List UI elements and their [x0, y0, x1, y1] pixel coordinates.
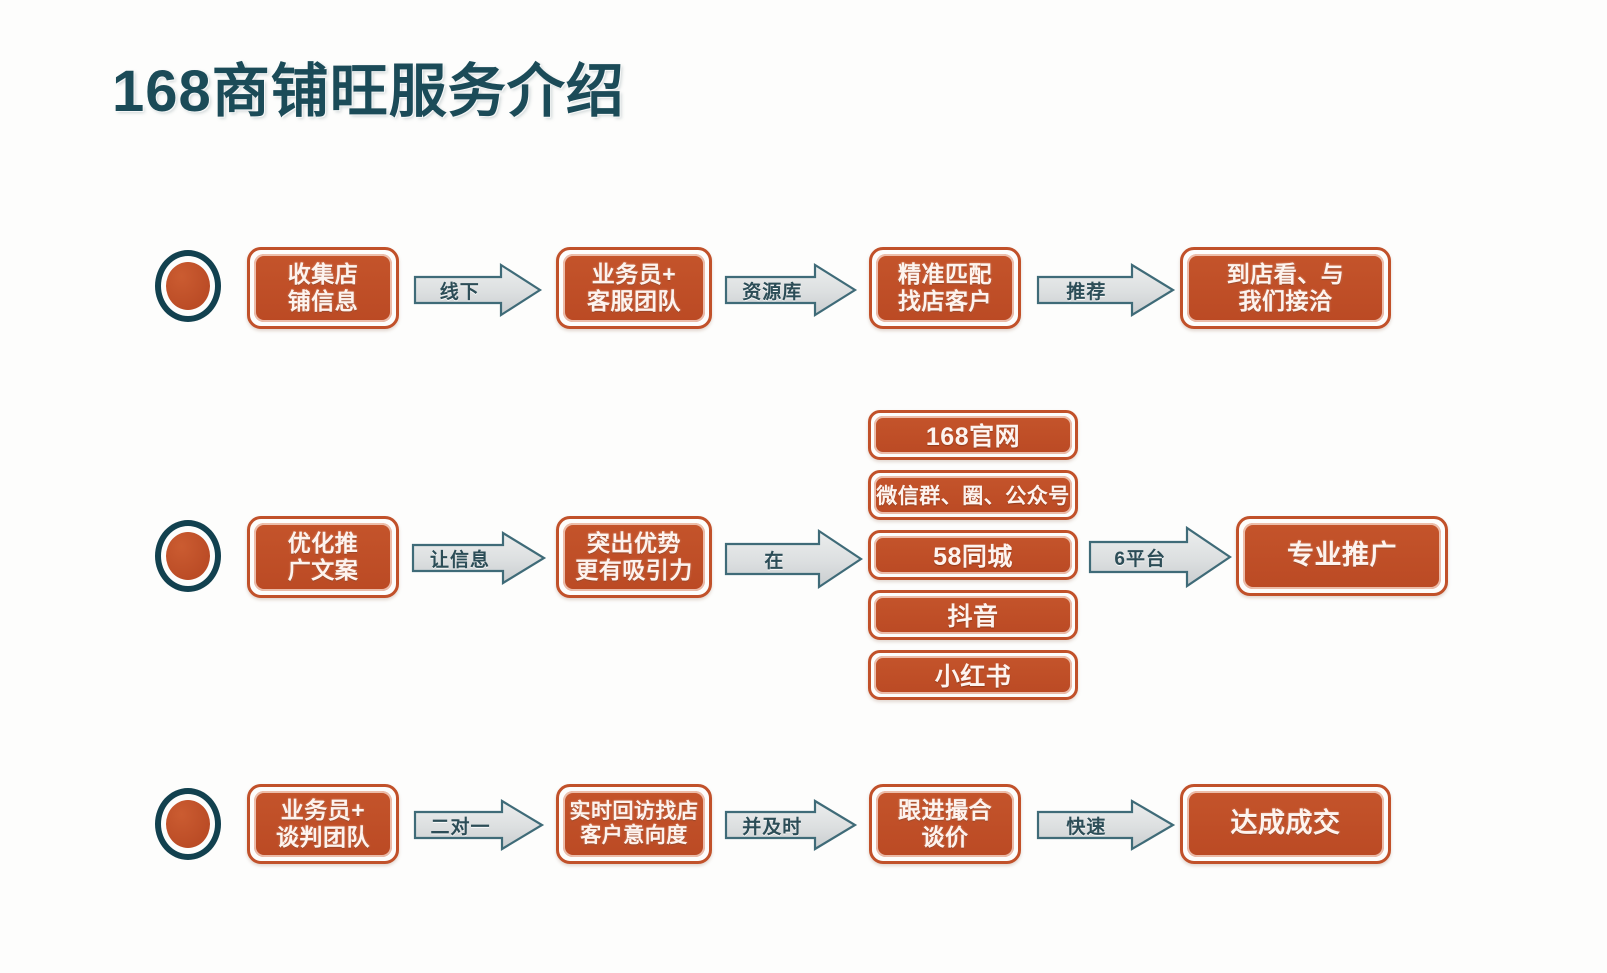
arrow-shape-icon: [1036, 799, 1176, 851]
arrow-shape-icon: [413, 262, 543, 318]
arrow-and-timely: 并及时: [724, 798, 858, 852]
step-box-realtime-followup[interactable]: 实时回访找店 客户意向度: [556, 784, 712, 864]
step-label: 实时回访找店 客户意向度: [569, 799, 699, 847]
platform-item-wechat[interactable]: 微信群、圈、公众号: [868, 470, 1078, 520]
bullet-dot-icon: [166, 532, 210, 580]
platform-label: 168官网: [925, 423, 1021, 451]
step-label: 业务员+ 客服团队: [587, 261, 681, 314]
bullet-dot-icon: [166, 262, 210, 310]
platform-label: 小红书: [934, 663, 1012, 691]
step-box-inner: 突出优势 更有吸引力: [563, 523, 705, 591]
arrow-recommend: 推荐: [1036, 262, 1176, 318]
arrow-label: 让信息: [429, 549, 490, 571]
platform-item-xiaohongshu[interactable]: 小红书: [868, 650, 1078, 700]
arrow-label: 推荐: [1066, 281, 1107, 303]
step-box-inner: 优化推 广文案: [254, 523, 392, 591]
platform-item-inner: 抖音: [874, 596, 1072, 634]
platform-item-douyin[interactable]: 抖音: [868, 590, 1078, 640]
step-box-inner: 跟进撮合 谈价: [876, 791, 1014, 857]
arrow-six-platforms: 6平台: [1088, 525, 1233, 589]
step-label: 业务员+ 谈判团队: [276, 797, 370, 850]
platform-item-inner: 小红书: [874, 656, 1072, 694]
arrow-two-to-one: 二对一: [413, 798, 545, 852]
step-label: 收集店 铺信息: [287, 261, 359, 314]
step-box-visit-and-contact-us[interactable]: 到店看、与 我们接洽: [1180, 247, 1391, 329]
step-label: 跟进撮合 谈价: [898, 797, 992, 850]
arrow-label: 并及时: [742, 816, 803, 838]
platform-label: 58同城: [933, 543, 1013, 571]
row-bullet-2: [155, 520, 221, 592]
arrow-resource-pool: 资源库: [724, 262, 858, 318]
arrow-at: 在: [724, 528, 864, 590]
step-box-inner: 业务员+ 客服团队: [563, 254, 705, 322]
platform-item-inner: 58同城: [874, 536, 1072, 574]
step-box-precise-match-customers[interactable]: 精准匹配 找店客户: [869, 247, 1021, 329]
arrow-shape-icon: [1036, 263, 1176, 317]
arrow-shape-icon: [724, 528, 863, 590]
step-box-inner: 业务员+ 谈判团队: [254, 791, 392, 857]
row-bullet-3: [155, 788, 221, 860]
arrow-shape-icon: [724, 799, 858, 851]
platform-item-58tongcheng[interactable]: 58同城: [868, 530, 1078, 580]
step-box-highlight-advantage[interactable]: 突出优势 更有吸引力: [556, 516, 712, 598]
step-box-inner: 专业推广: [1243, 523, 1441, 589]
arrow-label: 二对一: [430, 816, 491, 838]
step-box-optimize-promo-copy[interactable]: 优化推 广文案: [247, 516, 399, 598]
step-label: 达成成交: [1230, 808, 1341, 839]
step-label: 到店看、与 我们接洽: [1226, 261, 1345, 314]
arrow-shape-icon: [724, 263, 858, 317]
platform-label: 抖音: [947, 603, 999, 631]
step-box-deal-closed[interactable]: 达成成交: [1180, 784, 1391, 864]
step-label: 突出优势 更有吸引力: [575, 530, 693, 583]
step-box-inner: 收集店 铺信息: [254, 254, 392, 322]
step-box-inner: 精准匹配 找店客户: [876, 254, 1014, 322]
arrow-shape-icon: [411, 531, 547, 585]
step-label: 优化推 广文案: [287, 530, 359, 583]
step-box-inner: 到店看、与 我们接洽: [1187, 254, 1384, 322]
step-box-sales-and-service-team[interactable]: 业务员+ 客服团队: [556, 247, 712, 329]
arrow-fast: 快速: [1036, 798, 1176, 852]
page-title: 168商铺旺服务介绍: [112, 59, 625, 124]
arrow-shape-icon: [1088, 525, 1232, 589]
bullet-dot-icon: [166, 800, 210, 848]
step-box-sales-and-negotiation-team[interactable]: 业务员+ 谈判团队: [247, 784, 399, 864]
arrow-label: 6平台: [1114, 548, 1166, 570]
platform-label: 微信群、圈、公众号: [876, 485, 1070, 508]
row-bullet-1: [155, 250, 221, 322]
arrow-label: 在: [764, 550, 785, 572]
step-box-professional-promotion[interactable]: 专业推广: [1236, 516, 1448, 596]
arrow-label: 线下: [439, 281, 480, 303]
step-label: 精准匹配 找店客户: [898, 261, 992, 314]
step-box-followup-and-price-talk[interactable]: 跟进撮合 谈价: [869, 784, 1021, 864]
step-label: 专业推广: [1287, 540, 1397, 571]
arrow-label: 资源库: [742, 281, 803, 303]
step-box-collect-shop-info[interactable]: 收集店 铺信息: [247, 247, 399, 329]
arrow-offline: 线下: [413, 262, 543, 318]
arrow-label: 快速: [1066, 816, 1107, 838]
arrow-shape-icon: [413, 799, 545, 851]
arrow-make-info: 让信息: [411, 530, 547, 586]
step-box-inner: 达成成交: [1187, 791, 1384, 857]
step-box-inner: 实时回访找店 客户意向度: [563, 791, 705, 857]
platform-item-168-official-site[interactable]: 168官网: [868, 410, 1078, 460]
platform-item-inner: 168官网: [874, 416, 1072, 454]
platform-item-inner: 微信群、圈、公众号: [874, 476, 1072, 514]
